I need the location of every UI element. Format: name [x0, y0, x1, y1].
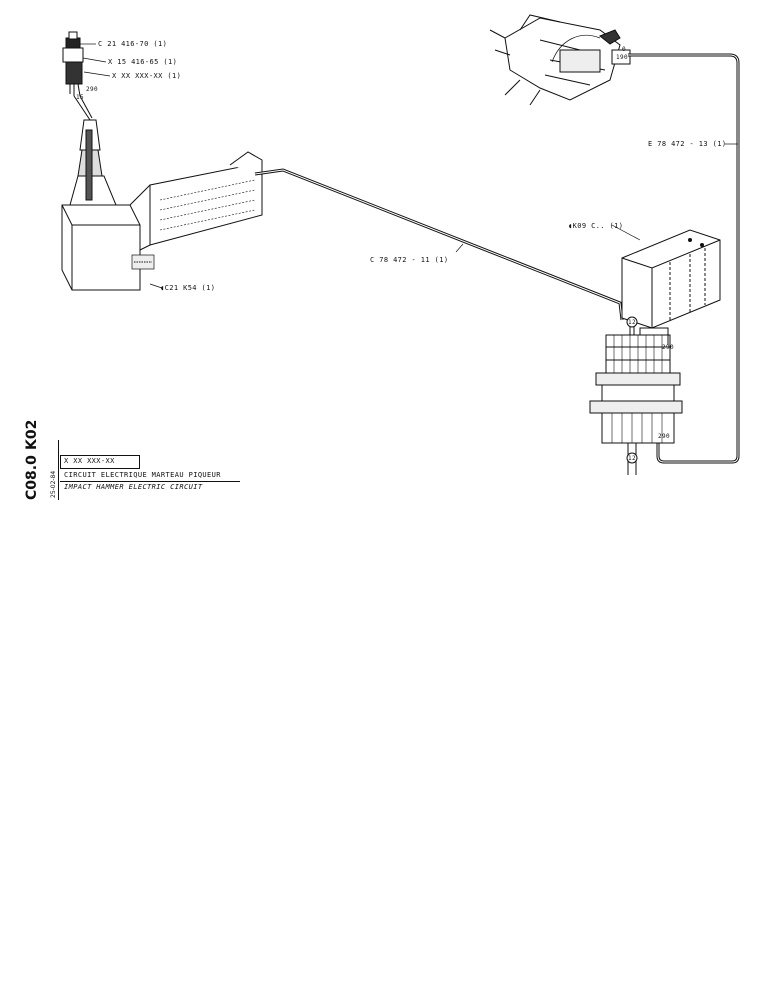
- wire-number-190: 190: [616, 54, 629, 61]
- wire-number-12-top: 12: [628, 319, 637, 326]
- leader-lines: [80, 43, 738, 289]
- title-en: IMPACT HAMMER ELECTRIC CIRCUIT: [64, 483, 203, 491]
- label-k09-text: K09 C.. (1): [572, 222, 624, 230]
- connector-symbol-icon: ◖: [160, 284, 165, 292]
- cable-c78-472-11: [254, 168, 624, 321]
- title-block-left-rule: [58, 440, 59, 500]
- label-c21-k54-text: C21 K54 (1): [164, 284, 216, 292]
- label-c21-416-70: C 21 416-70 (1): [98, 40, 168, 48]
- title-code-bottom: C08.0: [24, 455, 40, 500]
- label-xxx: X XX XXX-XX (1): [112, 72, 182, 80]
- title-ref-box: [60, 455, 140, 469]
- connector-symbol-icon: ◖: [568, 222, 573, 230]
- title-block: X XX XXX-XX CIRCUIT ELECTRIQUE MARTEAU P…: [60, 455, 240, 500]
- wire-number-15: 15: [76, 94, 85, 101]
- title-fr: CIRCUIT ELECTRIQUE MARTEAU PIQUEUR: [64, 471, 221, 479]
- top-right-relay-assembly: [489, 14, 631, 106]
- terminal-block: [589, 316, 683, 475]
- wire-number-290-a: 290: [86, 86, 99, 93]
- title-date: 25-02-84: [50, 470, 57, 498]
- hammer-handle-assembly: [61, 119, 263, 291]
- wire-number-290-c: 290: [658, 433, 671, 440]
- wire-number-12-bottom: 12: [628, 455, 637, 462]
- label-k09: ◖K09 C.. (1): [568, 222, 623, 230]
- label-cable-c78-472-11: C 78 472 - 11 (1): [370, 256, 449, 264]
- k09-relay-box: [621, 229, 721, 329]
- title-ref: X XX XXX-XX: [64, 457, 115, 465]
- label-c21-k54: ◖C21 K54 (1): [160, 284, 215, 292]
- label-x15-416-65: X 15 416-65 (1): [108, 58, 178, 66]
- wire-number-290-b: 290: [662, 344, 675, 351]
- label-cable-e78-472-13: E 78 472 - 13 (1): [648, 140, 727, 148]
- title-code-top: K02: [24, 419, 40, 450]
- wire-number-0: 0: [622, 46, 627, 53]
- title-underline: [60, 481, 240, 482]
- push-button-switch: [62, 31, 93, 121]
